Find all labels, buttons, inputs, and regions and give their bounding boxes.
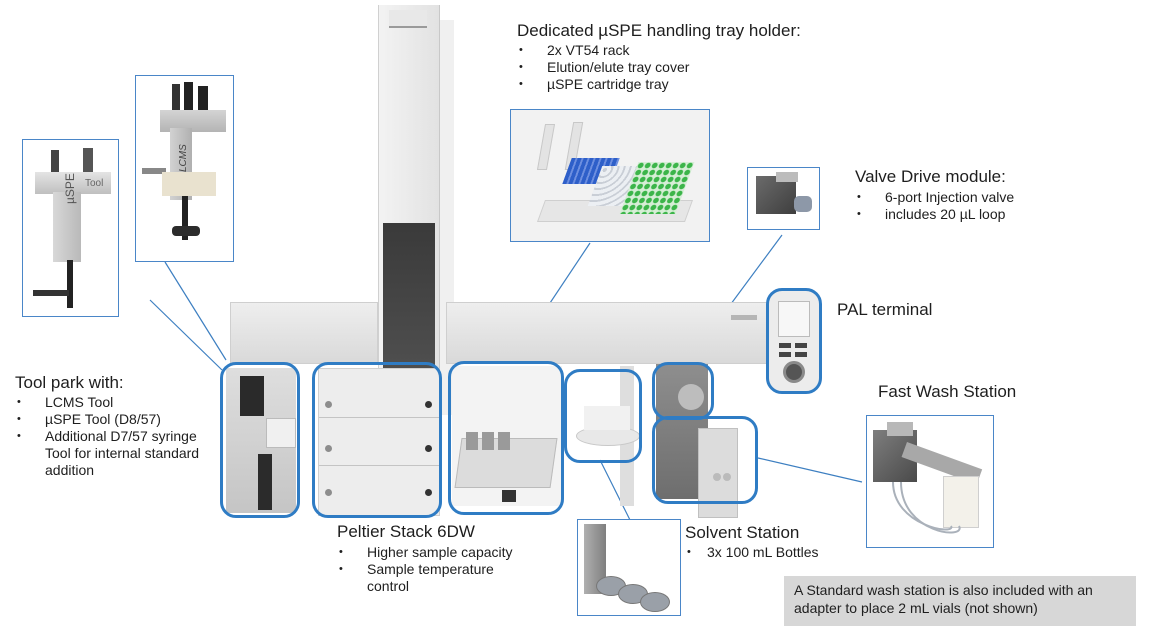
callout-tray-holder: Dedicated µSPE handling tray holder: 2x … — [517, 21, 801, 93]
highlight-peltier-stack[interactable] — [312, 362, 442, 518]
lcms-tool-photo: LCMS — [135, 75, 234, 262]
highlight-fast-wash[interactable] — [652, 416, 758, 504]
callout-solvent-station: Solvent Station 3x 100 mL Bottles — [685, 523, 819, 561]
highlight-solvent-station[interactable] — [564, 369, 642, 463]
callout-peltier: Peltier Stack 6DW Higher sample capacity… — [337, 522, 567, 595]
tool-park-module — [226, 368, 296, 513]
list-item: µSPE Tool (D8/57) — [15, 411, 225, 428]
list-item: Sample temperature control — [337, 561, 517, 595]
peltier-title: Peltier Stack 6DW — [337, 522, 475, 541]
tool-park-list: LCMS Tool µSPE Tool (D8/57) Additional D… — [15, 394, 225, 479]
pal-terminal-screen — [778, 301, 810, 337]
uspe-tool-label: Tool — [85, 178, 104, 189]
connector-uspe-tool — [149, 299, 223, 371]
highlight-pal-terminal[interactable] — [766, 288, 822, 394]
rail-logo — [731, 315, 757, 320]
list-item: 6-port Injection valve — [855, 189, 1014, 206]
tray-holder-list: 2x VT54 rack Elution/elute tray cover µS… — [517, 42, 801, 93]
list-item: includes 20 µL loop — [855, 206, 1014, 223]
peltier-stack-module — [318, 368, 440, 516]
list-item: Additional D7/57 syringe Tool for intern… — [15, 428, 215, 479]
connector-fast-wash — [757, 457, 863, 483]
highlight-tool-park[interactable] — [220, 362, 300, 518]
list-item: LCMS Tool — [15, 394, 225, 411]
list-item: 3x 100 mL Bottles — [685, 544, 819, 561]
highlight-valve-drive[interactable] — [652, 362, 714, 420]
tool-park-title: Tool park with: — [15, 373, 124, 392]
pal-terminal-dial — [783, 361, 805, 383]
list-item: 2x VT54 rack — [517, 42, 801, 59]
standard-wash-note: A Standard wash station is also included… — [784, 576, 1136, 626]
brand-plate — [389, 10, 427, 28]
tray-holder-photo — [510, 109, 710, 242]
solvent-station-title: Solvent Station — [685, 523, 800, 542]
autosampler-instrument — [220, 0, 780, 520]
uspe-label: µSPE — [63, 173, 77, 204]
list-item: µSPE cartridge tray — [517, 76, 801, 93]
lcms-label: LCMS — [178, 144, 189, 172]
list-item: Higher sample capacity — [337, 544, 567, 561]
valve-drive-list: 6-port Injection valve includes 20 µL lo… — [855, 189, 1014, 223]
x-rail — [230, 302, 378, 364]
list-item: Elution/elute tray cover — [517, 59, 801, 76]
highlight-tray-holder[interactable] — [448, 361, 564, 515]
fast-wash-photo — [866, 415, 994, 548]
solvent-station-list: 3x 100 mL Bottles — [685, 544, 819, 561]
z-tower — [378, 5, 440, 415]
valve-drive-photo — [747, 167, 820, 230]
tray-holder-module — [452, 366, 562, 506]
fast-wash-title: Fast Wash Station — [878, 382, 1017, 401]
callout-valve-drive: Valve Drive module: 6-port Injection val… — [855, 167, 1014, 223]
tray-holder-title: Dedicated µSPE handling tray holder: — [517, 21, 801, 40]
pal-terminal-keys — [779, 343, 809, 357]
x-rail-right — [446, 302, 776, 364]
callout-tool-park: Tool park with: LCMS Tool µSPE Tool (D8/… — [15, 373, 225, 479]
pal-terminal-title: PAL terminal — [837, 300, 933, 319]
uspe-tool-photo: µSPE Tool — [22, 139, 119, 317]
solvent-station-photo — [577, 519, 681, 616]
connector-lcms-tool — [164, 261, 227, 361]
valve-drive-title: Valve Drive module: — [855, 167, 1006, 186]
peltier-list: Higher sample capacity Sample temperatur… — [337, 544, 567, 595]
connector-solvent-station — [599, 459, 631, 521]
solvent-station-module — [570, 366, 650, 506]
